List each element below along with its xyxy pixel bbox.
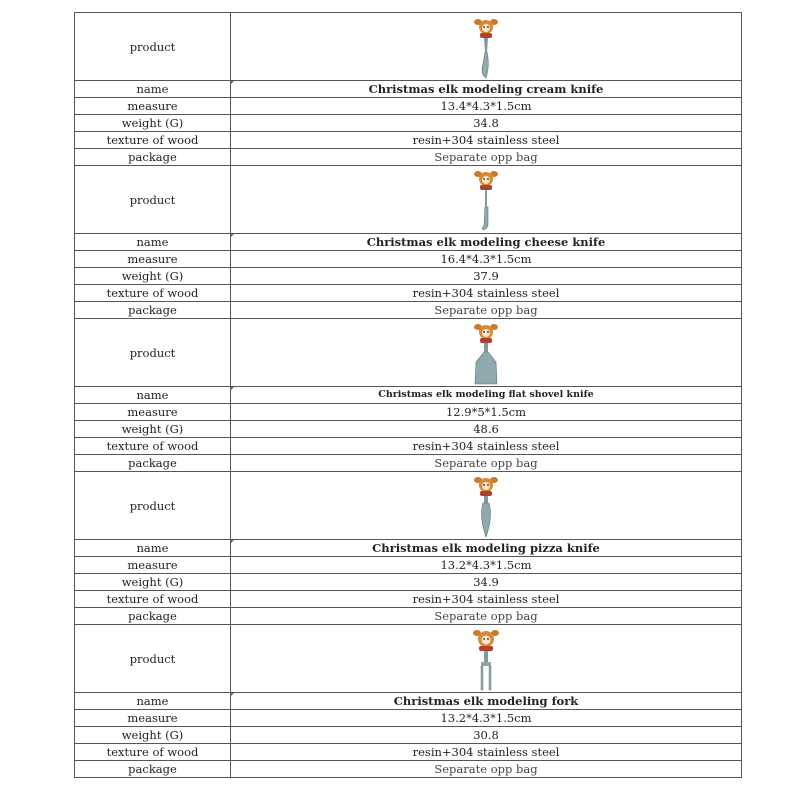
weight-value: 48.6 <box>230 420 742 438</box>
weight-row: weight (G) 48.6 <box>74 420 742 438</box>
measure-row: measure 13.2*4.3*1.5cm <box>74 709 742 727</box>
measure-label: measure <box>74 709 231 727</box>
product-image-cell <box>230 318 742 387</box>
measure-value: 16.4*4.3*1.5cm <box>230 250 742 268</box>
texture-value: resin+304 stainless steel <box>230 743 742 761</box>
product-row: product <box>74 624 742 693</box>
product-name: Christmas elk modeling pizza knife <box>230 539 742 557</box>
measure-label: measure <box>74 250 231 268</box>
measure-label: measure <box>74 556 231 574</box>
name-row: name Christmas elk modeling cream knife <box>74 80 742 98</box>
product-name: Christmas elk modeling cream knife <box>230 80 742 98</box>
package-row: package Separate opp bag <box>74 301 742 319</box>
weight-label: weight (G) <box>74 420 231 438</box>
package-label: package <box>74 148 231 166</box>
name-row: name Christmas elk modeling cheese knife <box>74 233 742 251</box>
measure-row: measure 13.4*4.3*1.5cm <box>74 97 742 115</box>
weight-label: weight (G) <box>74 114 231 132</box>
texture-value: resin+304 stainless steel <box>230 131 742 149</box>
weight-value: 34.8 <box>230 114 742 132</box>
package-label: package <box>74 760 231 778</box>
texture-row: texture of wood resin+304 stainless stee… <box>74 590 742 608</box>
measure-value: 12.9*5*1.5cm <box>230 403 742 421</box>
measure-row: measure 12.9*5*1.5cm <box>74 403 742 421</box>
measure-row: measure 13.2*4.3*1.5cm <box>74 556 742 574</box>
measure-value: 13.4*4.3*1.5cm <box>230 97 742 115</box>
flat-shovel-knife-image <box>474 323 498 384</box>
measure-value: 13.2*4.3*1.5cm <box>230 709 742 727</box>
product-name: Christmas elk modeling cheese knife <box>230 233 742 251</box>
product-image-cell <box>230 12 742 81</box>
texture-label: texture of wood <box>74 743 231 761</box>
package-row: package Separate opp bag <box>74 607 742 625</box>
texture-row: texture of wood resin+304 stainless stee… <box>74 743 742 761</box>
package-label: package <box>74 301 231 319</box>
package-value: Separate opp bag <box>230 301 742 319</box>
product-label: product <box>74 12 231 81</box>
package-value: Separate opp bag <box>230 760 742 778</box>
product-label: product <box>74 471 231 540</box>
texture-value: resin+304 stainless steel <box>230 284 742 302</box>
weight-label: weight (G) <box>74 267 231 285</box>
product-image-cell <box>230 624 742 693</box>
texture-row: texture of wood resin+304 stainless stee… <box>74 284 742 302</box>
weight-label: weight (G) <box>74 573 231 591</box>
texture-label: texture of wood <box>74 131 231 149</box>
weight-value: 34.9 <box>230 573 742 591</box>
product-name: Christmas elk modeling fork <box>230 692 742 710</box>
measure-label: measure <box>74 403 231 421</box>
name-row: name Christmas elk modeling fork <box>74 692 742 710</box>
name-label: name <box>74 80 231 98</box>
measure-value: 13.2*4.3*1.5cm <box>230 556 742 574</box>
cream-knife-image <box>474 18 498 78</box>
package-label: package <box>74 454 231 472</box>
package-label: package <box>74 607 231 625</box>
measure-row: measure 16.4*4.3*1.5cm <box>74 250 742 268</box>
weight-value: 37.9 <box>230 267 742 285</box>
product-label: product <box>74 165 231 234</box>
product-label: product <box>74 318 231 387</box>
package-value: Separate opp bag <box>230 148 742 166</box>
pizza-knife-image <box>474 476 498 538</box>
texture-row: texture of wood resin+304 stainless stee… <box>74 437 742 455</box>
name-label: name <box>74 539 231 557</box>
product-image-cell <box>230 165 742 234</box>
cheese-knife-image <box>474 170 498 230</box>
package-row: package Separate opp bag <box>74 454 742 472</box>
product-row: product <box>74 12 742 81</box>
weight-value: 30.8 <box>230 726 742 744</box>
weight-label: weight (G) <box>74 726 231 744</box>
texture-row: texture of wood resin+304 stainless stee… <box>74 131 742 149</box>
weight-row: weight (G) 30.8 <box>74 726 742 744</box>
measure-label: measure <box>74 97 231 115</box>
product-row: product <box>74 471 742 540</box>
weight-row: weight (G) 37.9 <box>74 267 742 285</box>
texture-value: resin+304 stainless steel <box>230 590 742 608</box>
weight-row: weight (G) 34.8 <box>74 114 742 132</box>
name-row: name Christmas elk modeling pizza knife <box>74 539 742 557</box>
weight-row: weight (G) 34.9 <box>74 573 742 591</box>
product-row: product <box>74 318 742 387</box>
package-row: package Separate opp bag <box>74 148 742 166</box>
texture-label: texture of wood <box>74 590 231 608</box>
product-image-cell <box>230 471 742 540</box>
product-label: product <box>74 624 231 693</box>
package-value: Separate opp bag <box>230 607 742 625</box>
texture-label: texture of wood <box>74 437 231 455</box>
package-value: Separate opp bag <box>230 454 742 472</box>
texture-value: resin+304 stainless steel <box>230 437 742 455</box>
name-label: name <box>74 233 231 251</box>
texture-label: texture of wood <box>74 284 231 302</box>
product-spec-table: product name Christmas elk modeling crea… <box>74 12 742 778</box>
fork-image <box>473 629 499 690</box>
name-row: name Christmas elk modeling flat shovel … <box>74 386 742 404</box>
name-label: name <box>74 692 231 710</box>
product-name: Christmas elk modeling flat shovel knife <box>230 386 742 404</box>
product-row: product <box>74 165 742 234</box>
package-row: package Separate opp bag <box>74 760 742 778</box>
name-label: name <box>74 386 231 404</box>
